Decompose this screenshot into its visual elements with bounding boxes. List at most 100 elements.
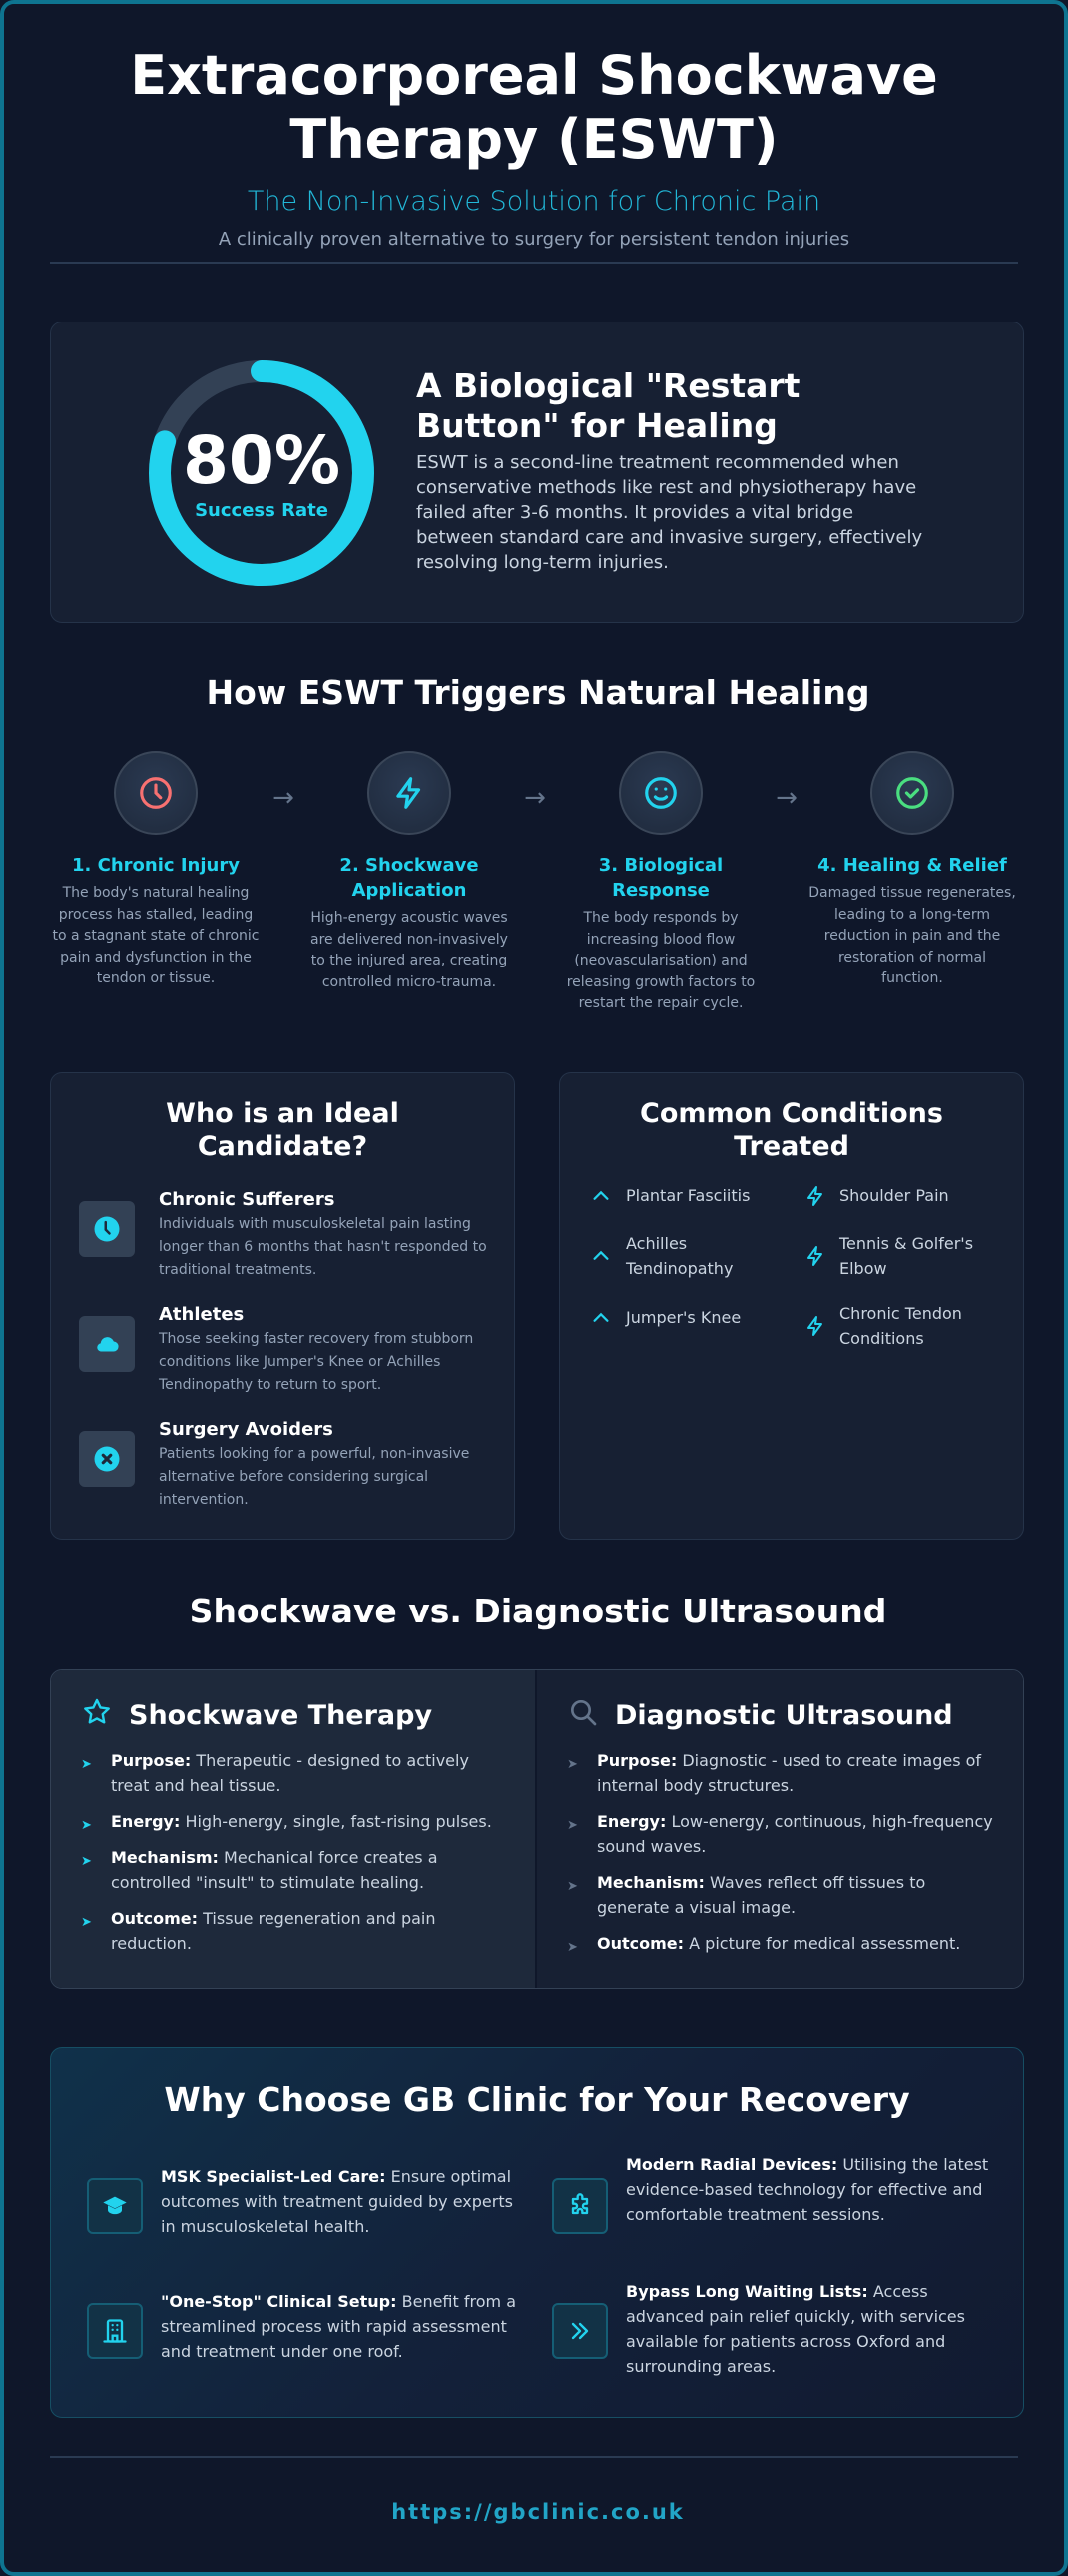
step-chronic-injury: 1. Chronic Injury The body's natural hea… — [50, 751, 262, 990]
step-icon-circle — [619, 751, 703, 835]
header: Extracorporeal Shockwave Therapy (ESWT) … — [4, 4, 1064, 250]
condition-label: Shoulder Pain — [839, 1186, 949, 1205]
lightning-icon — [807, 1185, 822, 1206]
step-biological-response: 3. Biological Response The body responds… — [555, 751, 767, 1015]
why-label: "One-Stop" Clinical Setup: — [161, 2292, 397, 2311]
ring-text: 80% Success Rate — [147, 358, 376, 588]
step-shockwave-application: 2. Shockwave Application High-energy aco… — [303, 751, 515, 993]
step-icon-circle — [114, 751, 198, 835]
title-line-1: Extracorporeal Shockwave — [130, 44, 938, 107]
comparison-item: ➤Outcome: Tissue regeneration and pain r… — [81, 1906, 510, 1956]
step-title: 2. Shockwave Application — [339, 855, 479, 901]
success-rate-card: 80% Success Rate A Biological "Restart B… — [50, 322, 1024, 623]
conditions-title: Common Conditions Treated — [640, 1098, 943, 1162]
process-steps: 1. Chronic Injury The body's natural hea… — [50, 751, 1024, 1020]
comparison-item: ➤Energy: High-energy, single, fast-risin… — [81, 1809, 510, 1834]
condition-item: Tennis & Golfer's Elbow — [803, 1231, 1003, 1281]
smile-icon — [645, 777, 677, 809]
arrow-bullet-icon: ➤ — [567, 1879, 578, 1894]
arrow-icon: → — [272, 783, 294, 813]
comparison-item: ➤ Purpose: Therapeutic - designed to acti… — [81, 1748, 510, 1798]
arrow-bullet-icon: ➤ — [81, 1818, 92, 1833]
chevron-up-icon — [593, 1190, 609, 1200]
arrow-bullet-icon: ➤ — [81, 1915, 92, 1930]
condition-label: Achilles Tendinopathy — [626, 1234, 734, 1278]
lightning-icon — [396, 777, 421, 809]
graduation-cap-icon — [103, 2196, 127, 2215]
step-desc: The body's natural healing process has s… — [52, 885, 260, 986]
arrow-icon: → — [776, 783, 798, 813]
item-text: Waves reflect off tissues to generate a … — [597, 1873, 926, 1917]
step-title: 1. Chronic Injury — [72, 855, 240, 876]
candidate-desc: Those seeking faster recovery from stubb… — [159, 1331, 474, 1393]
step-icon-circle — [870, 751, 954, 835]
footer-url-link[interactable]: https://gbclinic.co.uk — [391, 2500, 685, 2524]
success-rate-value: 80% — [183, 421, 340, 499]
why-icon-box — [552, 2178, 608, 2234]
candidate-icon-box — [79, 1431, 135, 1487]
item-label: Outcome: — [597, 1934, 685, 1953]
arrow-bullet-icon: ➤ — [567, 1818, 578, 1833]
step-desc: The body responds by increasing blood fl… — [566, 910, 756, 1011]
condition-item: Shoulder Pain — [803, 1183, 1003, 1208]
item-label: Energy: — [111, 1812, 181, 1831]
arrow-bullet-icon: ➤ — [81, 1854, 92, 1869]
why-text: MSK Specialist-Led Care: Ensure optimal … — [161, 2164, 530, 2239]
puzzle-icon — [571, 2193, 589, 2215]
page-title: Extracorporeal Shockwave Therapy (ESWT) — [4, 44, 1064, 172]
double-chevron-right-icon — [571, 2322, 589, 2340]
item-label: Energy: — [597, 1812, 667, 1831]
comparison-item: ➤ Purpose: Diagnostic - used to create im… — [567, 1748, 996, 1798]
ultrasound-heading-label: Diagnostic Ultrasound — [615, 1700, 953, 1731]
why-label: Modern Radial Devices: — [626, 2155, 838, 2174]
item-text: Therapeutic - designed to actively treat… — [111, 1751, 469, 1795]
lightning-icon — [807, 1316, 822, 1336]
why-text: "One-Stop" Clinical Setup: Benefit from … — [161, 2289, 530, 2364]
comparison-title: Shockwave vs. Diagnostic Ultrasound — [189, 1592, 887, 1630]
candidate-title: Who is an Ideal Candidate? — [166, 1098, 399, 1162]
item-label: Mechanism: — [597, 1873, 705, 1892]
why-desc: Access advanced pain relief quickly, wit… — [626, 2282, 965, 2376]
comparison-item: ➤Energy: Low-energy, continuous, high-fr… — [567, 1809, 996, 1859]
condition-label: Tennis & Golfer's Elbow — [839, 1234, 974, 1278]
hero-title: A Biological "Restart Button" for Healin… — [416, 366, 801, 445]
comparison-item: ➤Mechanism: Mechanical force creates a c… — [81, 1845, 510, 1895]
success-rate-label: Success Rate — [195, 499, 328, 521]
shockwave-heading-label: Shockwave Therapy — [129, 1700, 433, 1731]
star-icon — [84, 1698, 110, 1724]
why-desc: Ensure optimal outcomes with treatment g… — [161, 2167, 513, 2236]
condition-item: Jumper's Knee — [590, 1305, 790, 1330]
why-text: Modern Radial Devices: Utilising the lat… — [626, 2152, 995, 2227]
comparison-table: Shockwave Therapy ➤ Purpose: Therapeutic … — [50, 1669, 1024, 1989]
arrow-bullet-icon: ➤ — [567, 1940, 578, 1955]
candidate-name: Chronic Sufferers — [159, 1189, 335, 1210]
candidate-desc: Individuals with musculoskeletal pain la… — [159, 1216, 487, 1278]
check-circle-icon — [896, 777, 928, 809]
condition-item: Plantar Fasciitis — [590, 1183, 790, 1208]
step-title: 4. Healing & Relief — [817, 855, 1007, 876]
item-text: Diagnostic - used to create images of in… — [597, 1751, 982, 1795]
why-desc: Benefit from a streamlined process with … — [161, 2292, 516, 2361]
why-label: MSK Specialist-Led Care: — [161, 2167, 386, 2186]
item-label: Purpose: — [597, 1751, 678, 1770]
item-label: Outcome: — [111, 1909, 199, 1928]
why-icon-box — [552, 2303, 608, 2359]
item-text: A picture for medical assessment. — [689, 1934, 961, 1953]
step-healing-relief: 4. Healing & Relief Damaged tissue regen… — [806, 751, 1018, 990]
lightning-icon — [807, 1246, 822, 1266]
item-label: Mechanism: — [111, 1848, 219, 1867]
arrow-bullet-icon: ➤ — [81, 1757, 92, 1772]
candidate-name: Surgery Avoiders — [159, 1419, 333, 1440]
arrow-icon: → — [524, 783, 546, 813]
success-rate-ring — [149, 360, 374, 586]
ultrasound-list: ➤ Purpose: Diagnostic - used to create im… — [567, 1748, 996, 1967]
ideal-candidate-card: Who is an Ideal Candidate? Chronic Suffe… — [50, 1072, 515, 1540]
arrow-bullet-icon: ➤ — [567, 1757, 578, 1772]
item-label: Purpose: — [111, 1751, 192, 1770]
x-circle-icon — [94, 1446, 120, 1472]
why-desc: Utilising the latest evidence-based tech… — [626, 2155, 989, 2224]
candidate-icon-box — [79, 1316, 135, 1372]
cloud-icon — [97, 1337, 119, 1352]
why-icon-box — [87, 2303, 143, 2359]
why-choose-card: Why Choose GB Clinic for Your Recovery M… — [50, 2047, 1024, 2418]
